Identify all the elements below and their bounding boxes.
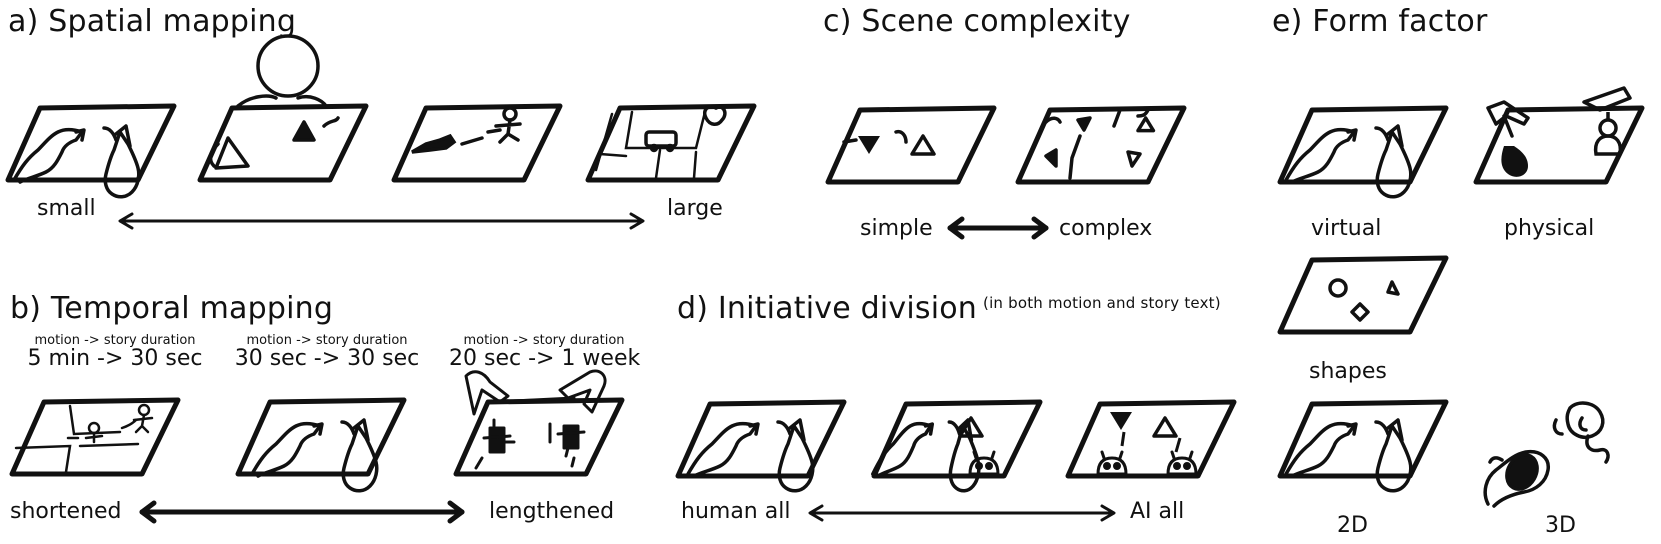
spatial-board-2 xyxy=(200,36,366,180)
initiative-board-human xyxy=(678,402,844,493)
temporal-caption-value-2: 30 sec -> 30 sec xyxy=(234,346,420,371)
complexity-board-simple xyxy=(828,108,994,182)
form-board-physical xyxy=(1476,88,1642,182)
form-virtual-label: virtual xyxy=(1311,216,1382,241)
initiative-ai-all-label: AI all xyxy=(1130,499,1185,524)
temporal-caption-header-1: motion -> story duration xyxy=(34,333,196,348)
form-3d-label: 3D xyxy=(1545,513,1576,538)
complexity-arrow xyxy=(950,219,1046,237)
spatial-arrow xyxy=(120,214,643,228)
temporal-shortened-label: shortened xyxy=(10,499,122,524)
scene-complexity-title: c) Scene complexity xyxy=(823,4,1131,39)
temporal-caption-value-3: 20 sec -> 1 week xyxy=(449,346,641,371)
temporal-arrow xyxy=(142,503,462,521)
complexity-complex-label: complex xyxy=(1059,216,1153,241)
form-shapes-label: shapes xyxy=(1309,359,1387,384)
form-factor-title: e) Form factor xyxy=(1272,4,1488,39)
form-board-virtual xyxy=(1280,108,1446,199)
temporal-caption-header-2: motion -> story duration xyxy=(246,333,408,348)
spatial-small-label: small xyxy=(37,196,96,221)
initiative-human-all-label: human all xyxy=(681,499,791,524)
form-board-2d xyxy=(1280,402,1446,493)
complexity-board-complex xyxy=(1018,108,1184,182)
form-physical-label: physical xyxy=(1504,216,1595,241)
initiative-division-title: d) Initiative division (in both motion an… xyxy=(677,291,1221,326)
temporal-lengthened-label: lengthened xyxy=(489,499,615,524)
initiative-title-text: d) Initiative division xyxy=(677,291,978,326)
temporal-mapping-title: b) Temporal mapping xyxy=(10,291,334,326)
temporal-board-3 xyxy=(456,371,622,474)
temporal-board-2 xyxy=(238,400,404,493)
form-board-shapes xyxy=(1280,258,1446,332)
initiative-note: (in both motion and story text) xyxy=(983,294,1221,312)
spatial-large-label: large xyxy=(667,196,723,221)
initiative-arrow xyxy=(810,506,1114,520)
initiative-board-ai xyxy=(1068,402,1234,476)
initiative-board-mixed xyxy=(871,402,1040,493)
form-3d-hands xyxy=(1485,403,1608,506)
spatial-board-1 xyxy=(8,106,174,199)
temporal-caption-header-3: motion -> story duration xyxy=(463,333,625,348)
spatial-board-3 xyxy=(394,106,560,180)
spatial-board-4 xyxy=(588,106,754,180)
complexity-simple-label: simple xyxy=(860,216,933,241)
spatial-mapping-title: a) Spatial mapping xyxy=(8,4,297,39)
temporal-caption-value-1: 5 min -> 30 sec xyxy=(27,346,203,371)
temporal-board-1 xyxy=(12,400,178,474)
form-2d-label: 2D xyxy=(1337,513,1368,538)
